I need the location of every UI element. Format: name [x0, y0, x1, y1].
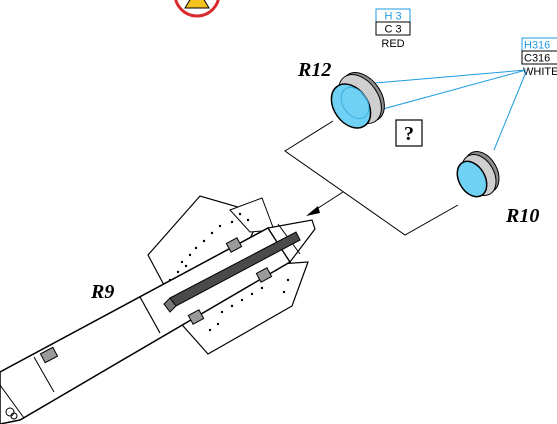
- missile-r9: [0, 195, 316, 424]
- assembly-lines: [284, 120, 459, 236]
- label-r10: R10: [505, 205, 539, 227]
- color-tag-white: H316 C316 WHITE: [521, 37, 557, 78]
- lens-r10: [456, 151, 500, 198]
- unknown-box: ?: [395, 119, 423, 147]
- lens-r12: [330, 72, 385, 129]
- callout-lines: [371, 69, 527, 151]
- label-r9: R9: [90, 281, 114, 303]
- color-tag-red-h: H 3: [384, 11, 401, 23]
- color-tag-white-c: C316: [524, 53, 550, 65]
- warning-triangle-icon: [174, 0, 220, 18]
- color-tag-white-h: H316: [524, 40, 550, 52]
- assembly-arrow: [306, 206, 320, 216]
- color-tag-red-name: RED: [381, 38, 404, 50]
- unknown-mark: ?: [404, 123, 414, 145]
- color-tag-red-c: C 3: [384, 24, 401, 36]
- label-r12: R12: [297, 59, 331, 81]
- color-tag-white-name: WHITE: [523, 66, 557, 78]
- color-tag-red: H 3 C 3 RED: [375, 8, 411, 50]
